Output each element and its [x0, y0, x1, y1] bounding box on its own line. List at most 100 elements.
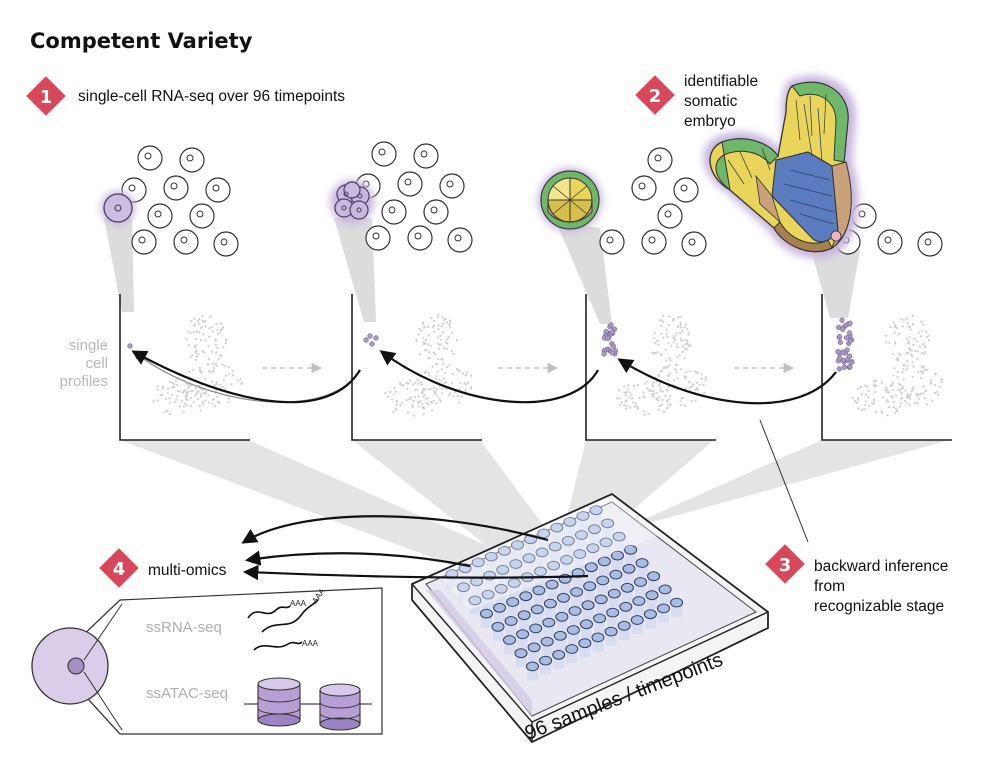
profile-dot: [911, 388, 914, 391]
profile-dot: [625, 404, 629, 407]
profile-dot: [216, 346, 219, 349]
profile-dot: [189, 396, 192, 400]
well: [518, 615, 530, 630]
well: [471, 557, 485, 568]
profile-dot: [929, 379, 933, 382]
highlight-dot: [127, 343, 133, 349]
profile-dot: [868, 404, 871, 407]
well: [503, 635, 516, 645]
profile-dot: [897, 357, 900, 360]
profile-dot: [194, 337, 198, 341]
well: [593, 613, 607, 624]
profile-dot: [406, 387, 409, 390]
profile-dot: [221, 385, 224, 388]
profile-dot: [867, 389, 870, 393]
profile-dot: [448, 326, 452, 329]
profile-dot: [685, 339, 688, 342]
profile-dot: [683, 326, 686, 329]
well: [557, 592, 570, 603]
well: [481, 589, 495, 600]
profile-dot: [624, 394, 628, 397]
profile-dot: [687, 331, 690, 334]
profile-dot: [909, 328, 912, 331]
profile-dot: [412, 414, 416, 417]
profile-dot: [665, 399, 668, 402]
profile-dot: [680, 403, 683, 407]
profile-dot: [384, 391, 387, 395]
profile-dot: [940, 378, 943, 381]
well: [609, 569, 623, 580]
well: [573, 549, 587, 559]
profile-dot: [853, 399, 857, 403]
well: [569, 611, 581, 625]
profile-dot: [387, 395, 390, 398]
well: [624, 544, 638, 555]
profile-dot: [445, 387, 448, 391]
well: [529, 623, 543, 634]
profile-dot: [936, 390, 939, 394]
well: [578, 638, 592, 649]
profile-dot: [422, 395, 425, 398]
profile-dot: [936, 393, 940, 396]
profile-dot: [688, 381, 691, 384]
well: [555, 611, 569, 622]
profile-dot: [664, 394, 667, 397]
profile-dot: [203, 320, 206, 323]
profile-dot: [688, 370, 691, 373]
profile-dot: [461, 372, 465, 375]
profile-dot: [642, 410, 645, 413]
svg-text:2: 2: [649, 86, 662, 107]
profile-dot: [885, 334, 888, 337]
well: [494, 583, 508, 594]
highlight-dot: [840, 357, 846, 364]
profile-dot: [672, 341, 675, 344]
profile-dot: [207, 394, 210, 397]
profile-dot: [891, 381, 894, 384]
well: [618, 625, 630, 640]
profile-dot: [164, 397, 167, 401]
well: [511, 540, 524, 550]
profile-dot: [187, 370, 191, 373]
well: [598, 561, 610, 576]
cell: [657, 203, 683, 229]
well: [595, 599, 607, 614]
profile-dot: [908, 395, 911, 398]
profile-dot: [166, 410, 169, 413]
well: [491, 621, 505, 632]
profile-dot: [459, 382, 462, 385]
profile-dot: [190, 354, 194, 357]
profile-dot: [204, 390, 208, 393]
profile-dot: [680, 339, 683, 342]
well: [484, 551, 498, 562]
well: [620, 606, 632, 621]
profile-dot: [683, 356, 686, 360]
profile-dot: [681, 350, 684, 354]
profile-dot: [430, 317, 433, 320]
well: [446, 574, 458, 588]
profile-dot: [886, 414, 889, 417]
nucleus: [67, 657, 85, 675]
well: [577, 516, 589, 530]
profile-dot: [441, 392, 444, 395]
profile-dot: [417, 382, 420, 386]
profile-dot: [208, 335, 211, 338]
profile-dot: [178, 390, 182, 393]
profile-dot: [908, 403, 911, 407]
profile-dot: [889, 325, 892, 329]
well: [543, 598, 557, 609]
profile-dot: [623, 385, 626, 388]
profile-dot: [392, 410, 395, 413]
profile-dot: [651, 384, 654, 387]
nucleosome-icon: [257, 677, 301, 727]
well: [482, 594, 494, 609]
profile-dot: [898, 352, 901, 355]
cell: [647, 147, 673, 173]
profile-dot: [909, 393, 912, 396]
profile-dot: [413, 396, 416, 399]
cell: [173, 229, 199, 255]
profile-dot: [863, 408, 866, 411]
profile-dot: [685, 370, 688, 374]
profile-dot: [704, 378, 707, 381]
well: [525, 539, 537, 554]
profile-dot: [910, 389, 913, 393]
